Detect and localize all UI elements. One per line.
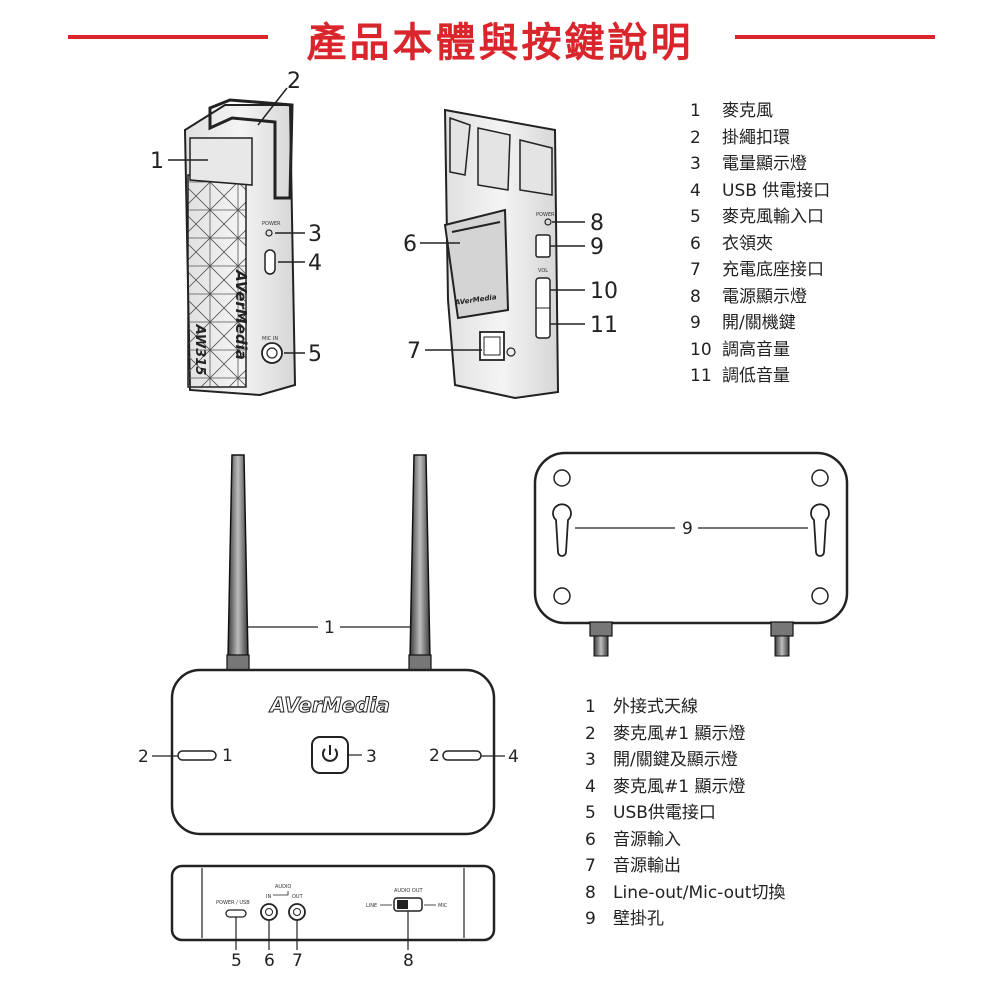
usb-port[interactable] bbox=[264, 249, 276, 275]
power-button[interactable] bbox=[535, 234, 551, 258]
title-rule-right bbox=[735, 35, 935, 39]
power-led bbox=[544, 218, 552, 226]
transmitter-brand: AVerMedia bbox=[232, 269, 250, 360]
mic-in-label: MIC IN bbox=[262, 336, 278, 342]
line-label: LINE bbox=[366, 903, 377, 909]
switch-label: POWER bbox=[262, 221, 281, 227]
tx-callout-7: 7 bbox=[407, 339, 421, 364]
rx-callout-3: 3 bbox=[366, 747, 377, 767]
lanyard-ring bbox=[208, 98, 294, 200]
collar-clip[interactable] bbox=[443, 208, 510, 320]
wall-mount-hole-left bbox=[552, 503, 572, 557]
transmitter-back: AVerMedia POWER VOL 6 7 8 9 10 11 bbox=[403, 108, 618, 400]
antenna-right bbox=[409, 454, 431, 659]
rx-callout-8: 8 bbox=[403, 951, 414, 971]
rx-callout-6: 6 bbox=[264, 951, 275, 971]
tx-callout-4: 4 bbox=[308, 251, 322, 276]
tx-callout-3: 3 bbox=[308, 222, 322, 247]
mic2-led bbox=[442, 750, 482, 761]
tx-callout-11: 11 bbox=[590, 313, 618, 338]
audio-out-jack[interactable] bbox=[288, 903, 306, 921]
tx-callout-10: 10 bbox=[590, 279, 618, 304]
page-title: 產品本體與按鍵說明 bbox=[306, 20, 694, 66]
tx-callout-9: 9 bbox=[590, 235, 604, 260]
power-label: POWER bbox=[536, 212, 555, 218]
audio-out-label: AUDIO OUT bbox=[394, 888, 424, 894]
led-label-2: 2 bbox=[429, 746, 440, 766]
microphone-head bbox=[189, 137, 253, 186]
mic-label: MIC bbox=[438, 903, 448, 909]
transmitter-model: AW315 bbox=[192, 324, 207, 376]
battery-led bbox=[265, 229, 273, 237]
mic1-led bbox=[177, 750, 217, 761]
antenna-left bbox=[227, 454, 249, 659]
rx-callout-4: 4 bbox=[508, 747, 519, 767]
title-bar: 產品本體與按鍵說明 bbox=[0, 0, 1000, 80]
receiver-brand: AVerMedia bbox=[268, 693, 390, 717]
power-icon bbox=[322, 745, 338, 762]
rx-callout-5: 5 bbox=[231, 951, 242, 971]
receiver-front: AVerMedia 1 2 1 2 3 4 bbox=[138, 454, 519, 836]
audio-in-jack[interactable] bbox=[260, 903, 278, 921]
led-label-1: 1 bbox=[222, 746, 233, 766]
receiver-back: 9 bbox=[533, 451, 849, 657]
transmitter-front: POWER MIC IN AVerMedia AW315 1 2 3 4 5 bbox=[150, 69, 322, 397]
tx-callout-6: 6 bbox=[403, 232, 417, 257]
rx-callout-7: 7 bbox=[292, 951, 303, 971]
receiver-rear-ports: POWER / USB AUDIO IN OUT AUDIO OUT LINE … bbox=[170, 864, 496, 971]
tx-callout-2: 2 bbox=[287, 69, 301, 94]
in-label: IN bbox=[266, 894, 271, 900]
receiver-usb-port[interactable] bbox=[225, 909, 247, 918]
title-rule-left bbox=[68, 35, 268, 39]
out-label: OUT bbox=[292, 894, 304, 900]
vol-label: VOL bbox=[538, 268, 548, 274]
wall-mount-hole-right bbox=[810, 503, 830, 557]
tx-callout-5: 5 bbox=[308, 342, 322, 367]
rx-callout-2: 2 bbox=[138, 747, 149, 767]
power-usb-label: POWER / USB bbox=[216, 900, 250, 906]
tx-callout-1: 1 bbox=[150, 149, 164, 174]
audio-label: AUDIO bbox=[275, 884, 291, 890]
rx-callout-9: 9 bbox=[682, 519, 693, 539]
rx-callout-1: 1 bbox=[324, 618, 335, 638]
mic-input-jack[interactable] bbox=[261, 342, 283, 364]
tx-callout-8: 8 bbox=[590, 211, 604, 236]
triangle-pattern-panel bbox=[187, 174, 247, 388]
